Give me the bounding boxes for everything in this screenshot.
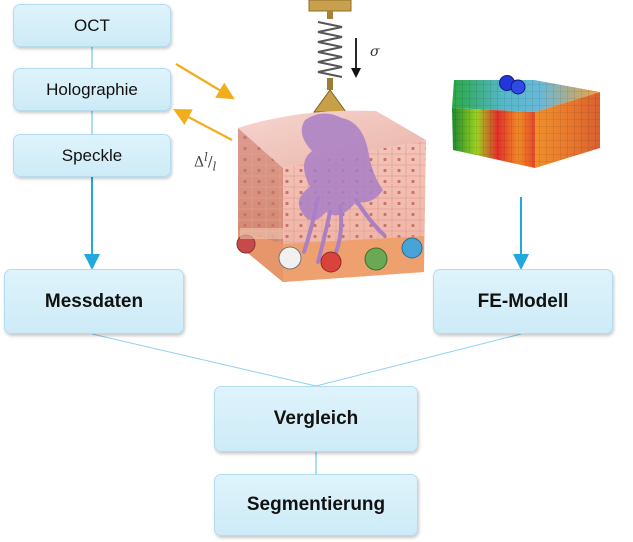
strain-symbol: Δl/l	[194, 150, 217, 174]
stress-symbol: σ	[370, 44, 380, 60]
fe-vergleich-link	[315, 333, 522, 387]
vergleich-box: Vergleich	[214, 386, 418, 452]
segmentierung-box: Segmentierung	[214, 474, 418, 536]
stress-arrow	[351, 38, 361, 78]
signal-arrow-to-tissue	[175, 63, 235, 100]
oct-box: OCT	[13, 4, 171, 47]
fe-modell-box: FE-Modell	[433, 269, 613, 334]
speckle-box: Speckle	[13, 134, 171, 177]
messdaten-vergleich-link	[91, 333, 317, 387]
messdaten-box: Messdaten	[4, 269, 184, 334]
skin-tissue-illustration	[236, 110, 426, 282]
signal-arrow-from-tissue	[173, 108, 233, 141]
fe-model-illustration	[452, 75, 600, 168]
holographie-box: Holographie	[13, 68, 171, 111]
indenter-spring-icon	[308, 0, 352, 113]
